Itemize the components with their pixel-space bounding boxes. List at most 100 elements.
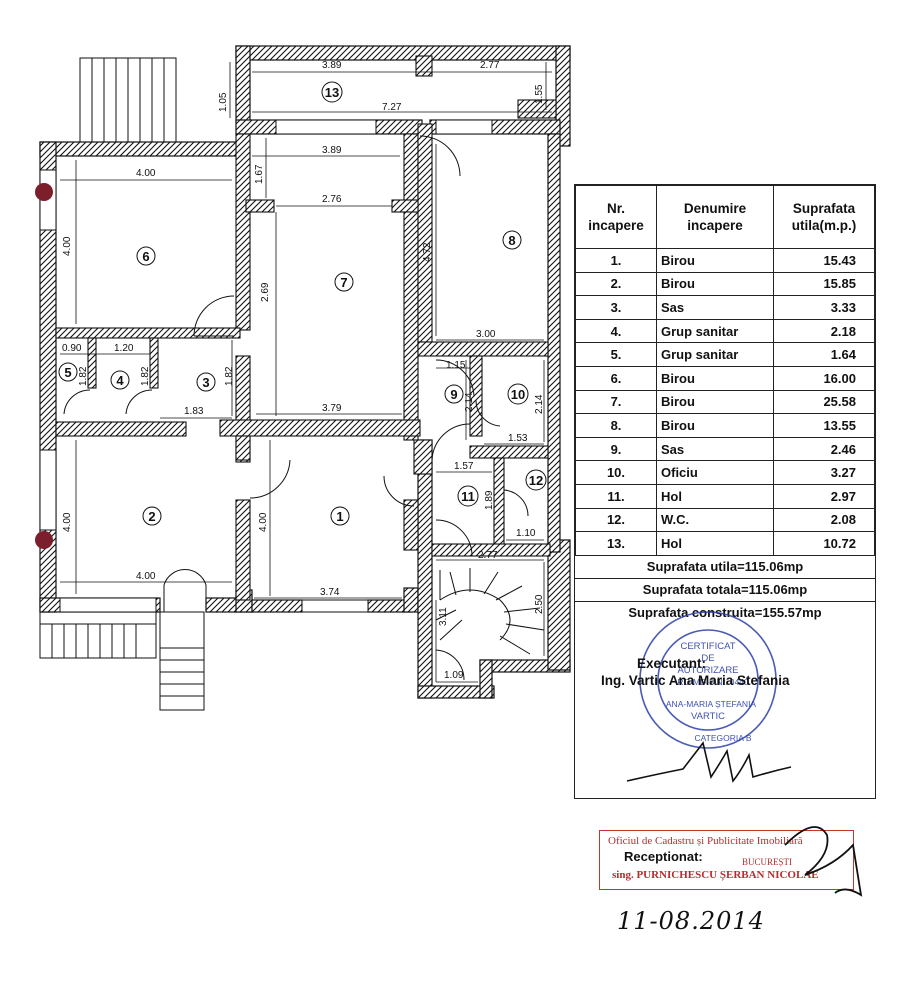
dim-label: 4.00 xyxy=(258,512,269,532)
executant-block: Executant: Ing. Vartic Ana Maria Stefani… xyxy=(601,655,790,689)
dim-label: 1.82 xyxy=(78,366,89,386)
dim-label: 1.89 xyxy=(484,490,495,510)
room-number-8: 8 xyxy=(508,233,515,248)
receptionat-label: Receptionat: xyxy=(624,849,703,864)
row-nr: 1. xyxy=(575,248,657,273)
dim-label: 2.69 xyxy=(260,282,271,302)
room-number-6: 6 xyxy=(142,249,149,264)
survey-point-icon xyxy=(35,183,53,201)
room-number-12: 12 xyxy=(529,473,543,488)
dim-label: 1.10 xyxy=(516,528,536,539)
survey-point-icon xyxy=(35,531,53,549)
row-area: 13.55 xyxy=(773,413,875,438)
room-number-10: 10 xyxy=(511,387,525,402)
dim-label: 1.53 xyxy=(508,433,528,444)
row-area: 2.46 xyxy=(773,436,875,462)
room-number-3: 3 xyxy=(202,375,209,390)
spiral-stairs xyxy=(435,568,545,655)
room-number-2: 2 xyxy=(148,509,155,524)
ocpi-city: BUCUREȘTI xyxy=(742,857,793,867)
row-name: Oficiu xyxy=(656,460,774,485)
dim-label: 1.09 xyxy=(444,670,464,681)
room-number-7: 7 xyxy=(340,275,347,290)
row-area: 10.72 xyxy=(773,531,875,556)
room-number-11: 11 xyxy=(461,489,475,504)
room-table: Nr. incapere Denumire incapere Suprafata… xyxy=(575,185,875,556)
dim-label: 3.89 xyxy=(322,60,342,71)
row-name: Grup sanitar xyxy=(656,318,774,344)
row-area: 3.33 xyxy=(773,295,875,320)
dim-label: 2.77 xyxy=(480,60,500,71)
row-name: Birou xyxy=(656,365,774,391)
row-name: Hol xyxy=(656,483,774,509)
dim-label: 2.76 xyxy=(322,194,342,205)
dim-label: 2.50 xyxy=(534,594,545,614)
dim-label: 4.00 xyxy=(136,571,156,582)
header-area: Suprafata utila(m.p.) xyxy=(773,185,875,249)
dim-label: 3.74 xyxy=(320,587,340,598)
executant-label: Executant: xyxy=(637,656,707,671)
total-area: Suprafata totala=115.06mp xyxy=(575,579,875,602)
dim-label: 4.00 xyxy=(62,236,73,256)
total-built-area: Suprafata construita=155.57mp xyxy=(628,604,822,620)
dim-label: 1.20 xyxy=(114,343,134,354)
row-nr: 5. xyxy=(575,342,657,367)
row-nr: 3. xyxy=(575,295,657,320)
row-nr: 8. xyxy=(575,413,657,438)
row-nr: 13. xyxy=(575,531,657,556)
dim-label: 1.82 xyxy=(224,366,235,386)
row-area: 2.97 xyxy=(773,483,875,509)
room-number-4: 4 xyxy=(116,373,124,388)
table-row: 12.W.C.2.08 xyxy=(575,507,875,533)
table-header-row: Nr. incapere Denumire incapere Suprafata… xyxy=(575,185,875,249)
room-number-9: 9 xyxy=(450,387,457,402)
dim-label: 1.83 xyxy=(184,406,204,417)
stairs-top-left xyxy=(79,57,177,143)
row-name: Sas xyxy=(656,436,774,462)
dim-label: 0.90 xyxy=(62,343,82,354)
room-legend: Nr. incapere Denumire incapere Suprafata… xyxy=(574,184,876,935)
room-number-1: 1 xyxy=(336,509,343,524)
row-name: Hol xyxy=(656,531,774,556)
row-area: 1.64 xyxy=(773,342,875,367)
dim-label: 2.14 xyxy=(464,392,475,412)
dim-label: 1.55 xyxy=(534,84,545,104)
interior-walls xyxy=(55,55,557,601)
dim-label: 1.82 xyxy=(140,366,151,386)
header-nr: Nr. incapere xyxy=(575,185,657,249)
ocpi-office: Oficiul de Cadastru și Publicitate Imobi… xyxy=(608,835,803,847)
entrance-steps xyxy=(39,569,207,711)
stamp-line: ANA-MARIA ȘTEFANIA xyxy=(666,699,757,709)
row-nr: 2. xyxy=(575,271,657,297)
row-area: 2.08 xyxy=(773,507,875,533)
row-area: 15.43 xyxy=(773,248,875,273)
doors xyxy=(63,135,529,681)
dim-label: 4.00 xyxy=(136,168,156,179)
room-number-5: 5 xyxy=(64,365,71,380)
stamp-line: CATEGORIA B xyxy=(695,733,752,743)
dim-label: 1.67 xyxy=(254,164,265,184)
executant-name: Ing. Vartic Ana Maria Stefania xyxy=(601,673,790,688)
row-name: Grup sanitar xyxy=(656,342,774,367)
row-nr: 10. xyxy=(575,460,657,485)
row-nr: 6. xyxy=(575,365,657,391)
dim-label: 4.72 xyxy=(422,242,433,262)
row-name: Sas xyxy=(656,295,774,320)
row-name: Birou xyxy=(656,389,774,415)
room-markers xyxy=(58,81,547,526)
room-number-13: 13 xyxy=(325,85,339,100)
ocpi-stamp: Oficiul de Cadastru și Publicitate Imobi… xyxy=(599,830,854,890)
